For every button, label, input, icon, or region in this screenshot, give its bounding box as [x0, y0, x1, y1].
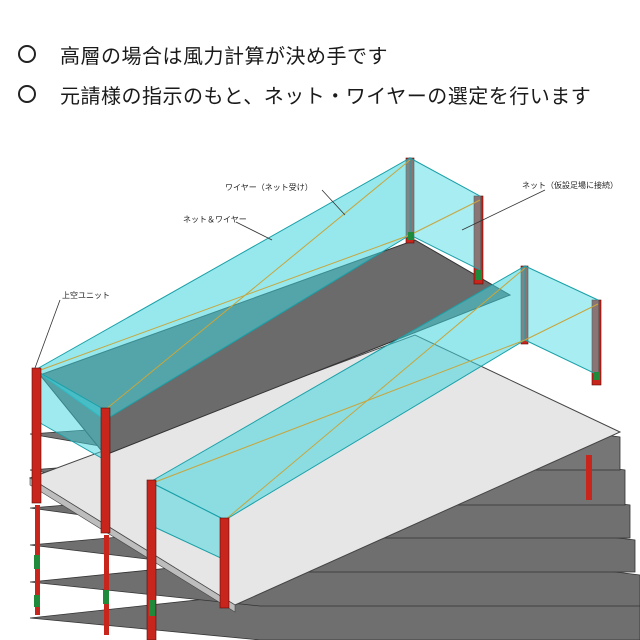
label-wire-net-receiver: ワイヤー（ネット受け） — [225, 182, 313, 192]
bullet-item-1: 高層の場合は風力計算が決め手です — [18, 34, 628, 74]
bullet-list: 高層の場合は風力計算が決め手です 元請様の指示のもと、ネット・ワイヤーの選定を行… — [18, 34, 628, 114]
label-net-to-scaffold: ネット（仮設足場に接続） — [522, 180, 618, 190]
net-panel-lower — [148, 265, 599, 561]
bullet-text: 高層の場合は風力計算が決め手です — [60, 43, 388, 68]
label-overhead-unit: 上空ユニット — [62, 290, 110, 300]
label-leaders — [34, 189, 546, 369]
circle-bullet-icon — [18, 85, 36, 103]
label-net-and-wire: ネット＆ワイヤー — [183, 215, 247, 224]
bullet-item-2: 元請様の指示のもと、ネット・ワイヤーの選定を行います — [18, 74, 628, 114]
green-bracing — [34, 232, 600, 616]
circle-bullet-icon — [18, 45, 36, 63]
bullet-text: 元請様の指示のもと、ネット・ワイヤーの選定を行います — [60, 83, 592, 108]
